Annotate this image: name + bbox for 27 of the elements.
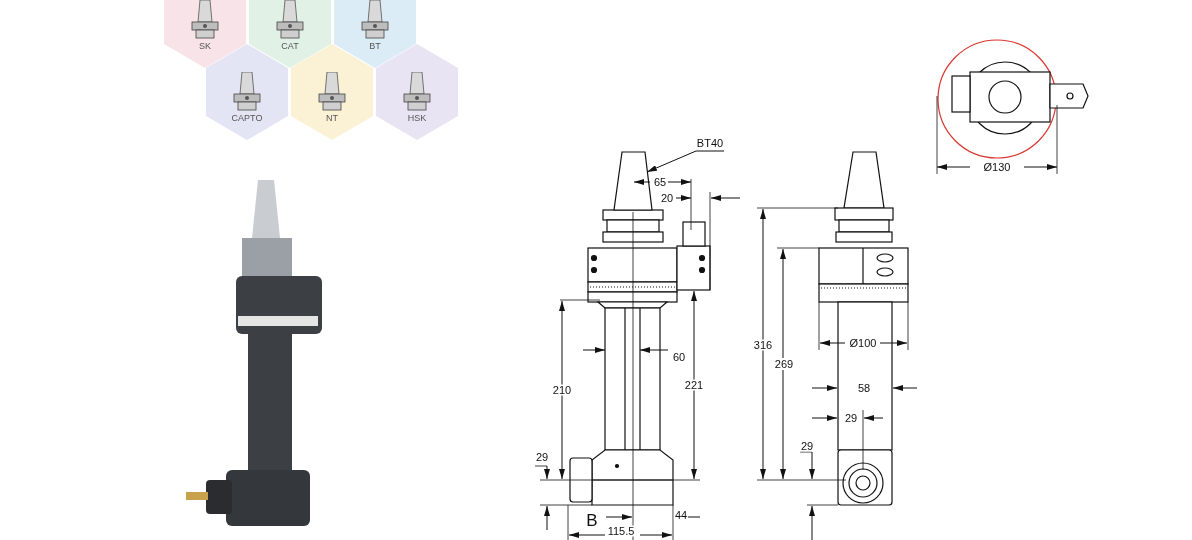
holder-type-label: CAT — [280, 40, 300, 53]
dimension-label: 210 — [551, 384, 573, 396]
dimension-label: 29 — [534, 451, 550, 463]
holder-type-label: HSK — [406, 112, 428, 125]
holder-type-label: SK — [198, 40, 212, 53]
dimension-label: Ø130 — [982, 161, 1012, 173]
dimension-label: 269 — [773, 358, 795, 370]
leader-line — [646, 150, 725, 173]
holder-type-label: NT — [325, 112, 339, 125]
dimension-label: B — [585, 511, 599, 529]
dimension-label: 221 — [683, 379, 705, 391]
hexagon-tile — [164, 0, 246, 68]
holder-type-label: CAPTO — [230, 112, 264, 125]
taper-shank — [613, 151, 653, 211]
dimension-label: 316 — [752, 339, 774, 351]
callout-text: BT40 — [696, 137, 724, 149]
hexagon-tile — [334, 0, 416, 68]
dimension-label: 58 — [856, 382, 872, 394]
dimension-label: 65 — [652, 176, 668, 188]
holder-type-label: BT — [368, 40, 382, 53]
dimension-label: 60 — [671, 351, 687, 363]
dimension-label: 29 — [799, 440, 815, 452]
hexagon-tile — [249, 0, 331, 68]
dimension-label: 44 — [673, 509, 689, 521]
dimension-label: 115.5 — [606, 525, 636, 537]
dimension-label: 29 — [843, 412, 859, 424]
dimension-label: Ø100 — [848, 337, 878, 349]
